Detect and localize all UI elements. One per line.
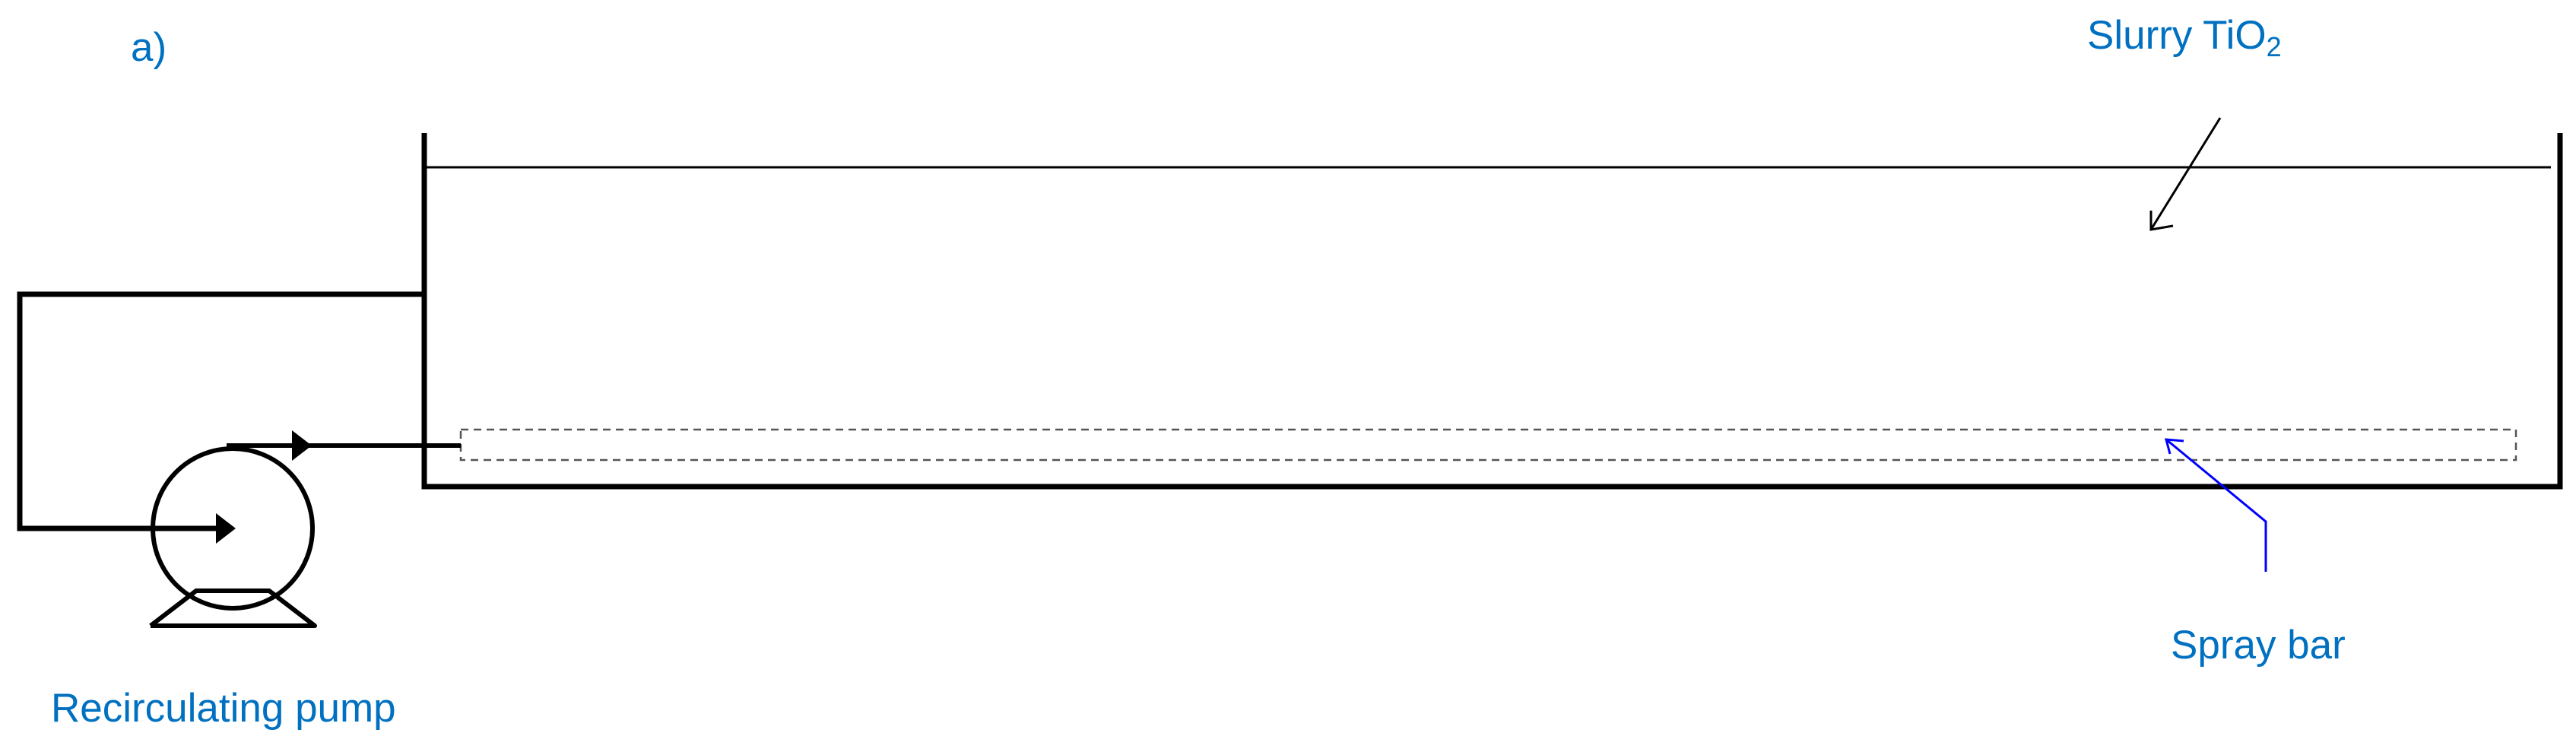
spray-bar-label: Spray bar xyxy=(2171,623,2346,668)
slurry-label: Slurry TiO2 xyxy=(2087,15,2282,61)
pump-base xyxy=(149,588,317,628)
slurry-label-text: Slurry TiO xyxy=(2087,13,2267,58)
slurry-label-subscript: 2 xyxy=(2266,31,2282,62)
flow-arrowhead-outlet xyxy=(292,430,312,461)
spray-bar xyxy=(459,428,2517,462)
panel-label: a) xyxy=(131,25,167,70)
slurry-pointer-line xyxy=(2149,117,2222,230)
pump-label: Recirculating pump xyxy=(51,686,396,731)
spray-bar-pointer-head xyxy=(2165,438,2184,455)
spray-bar-pointer-line xyxy=(2165,438,2267,572)
flow-arrowhead-inlet xyxy=(216,513,236,544)
pump-icon xyxy=(151,446,315,611)
recirculation-pipe xyxy=(17,291,423,531)
slurry-pointer-head xyxy=(2149,211,2174,231)
tank-outline xyxy=(421,133,2563,490)
